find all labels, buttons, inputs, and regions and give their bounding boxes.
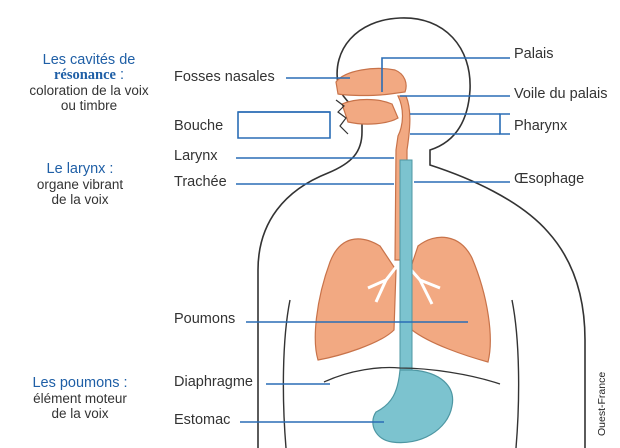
note-cavites-line1: coloration de la voix	[14, 83, 164, 98]
note-cavites-title-a: Les cavités de	[43, 52, 136, 68]
note-cavites-title-b: résonance	[54, 67, 116, 83]
label-palais: Palais	[514, 46, 554, 62]
label-voile-du-palais: Voile du palais	[514, 86, 608, 102]
note-larynx-title: Le larynx :	[14, 162, 146, 177]
note-larynx: Le larynx : organe vibrant de la voix	[14, 162, 146, 207]
label-diaphragme: Diaphragme	[174, 374, 253, 390]
note-poumons-line2: de la voix	[14, 406, 146, 421]
oesophagus	[400, 160, 412, 372]
credit-ouest-france: Ouest-France	[596, 372, 608, 436]
note-larynx-line2: de la voix	[14, 192, 146, 207]
label-oesophage: Œsophage	[514, 171, 584, 187]
label-poumons: Poumons	[174, 311, 235, 327]
right-lung	[410, 237, 490, 362]
label-estomac: Estomac	[174, 412, 230, 428]
note-cavites-line2: ou timbre	[14, 98, 164, 113]
left-lung	[315, 239, 396, 360]
right-arm-line	[512, 300, 519, 448]
note-cavites-colon: :	[116, 67, 124, 83]
label-larynx: Larynx	[174, 148, 218, 164]
note-larynx-line1: organe vibrant	[14, 177, 146, 192]
stomach	[373, 370, 453, 443]
label-trachee: Trachée	[174, 174, 227, 190]
note-poumons-title: Les poumons :	[14, 376, 146, 391]
label-fosses-nasales: Fosses nasales	[174, 69, 275, 85]
nasal-cavity	[336, 69, 406, 96]
note-poumons: Les poumons : élément moteur de la voix	[14, 376, 146, 421]
note-cavites: Les cavités de résonance : coloration de…	[14, 53, 164, 113]
label-bouche: Bouche	[174, 118, 223, 134]
label-pharynx: Pharynx	[514, 118, 567, 134]
note-poumons-line1: élément moteur	[14, 391, 146, 406]
mouth-cavity	[342, 100, 398, 125]
